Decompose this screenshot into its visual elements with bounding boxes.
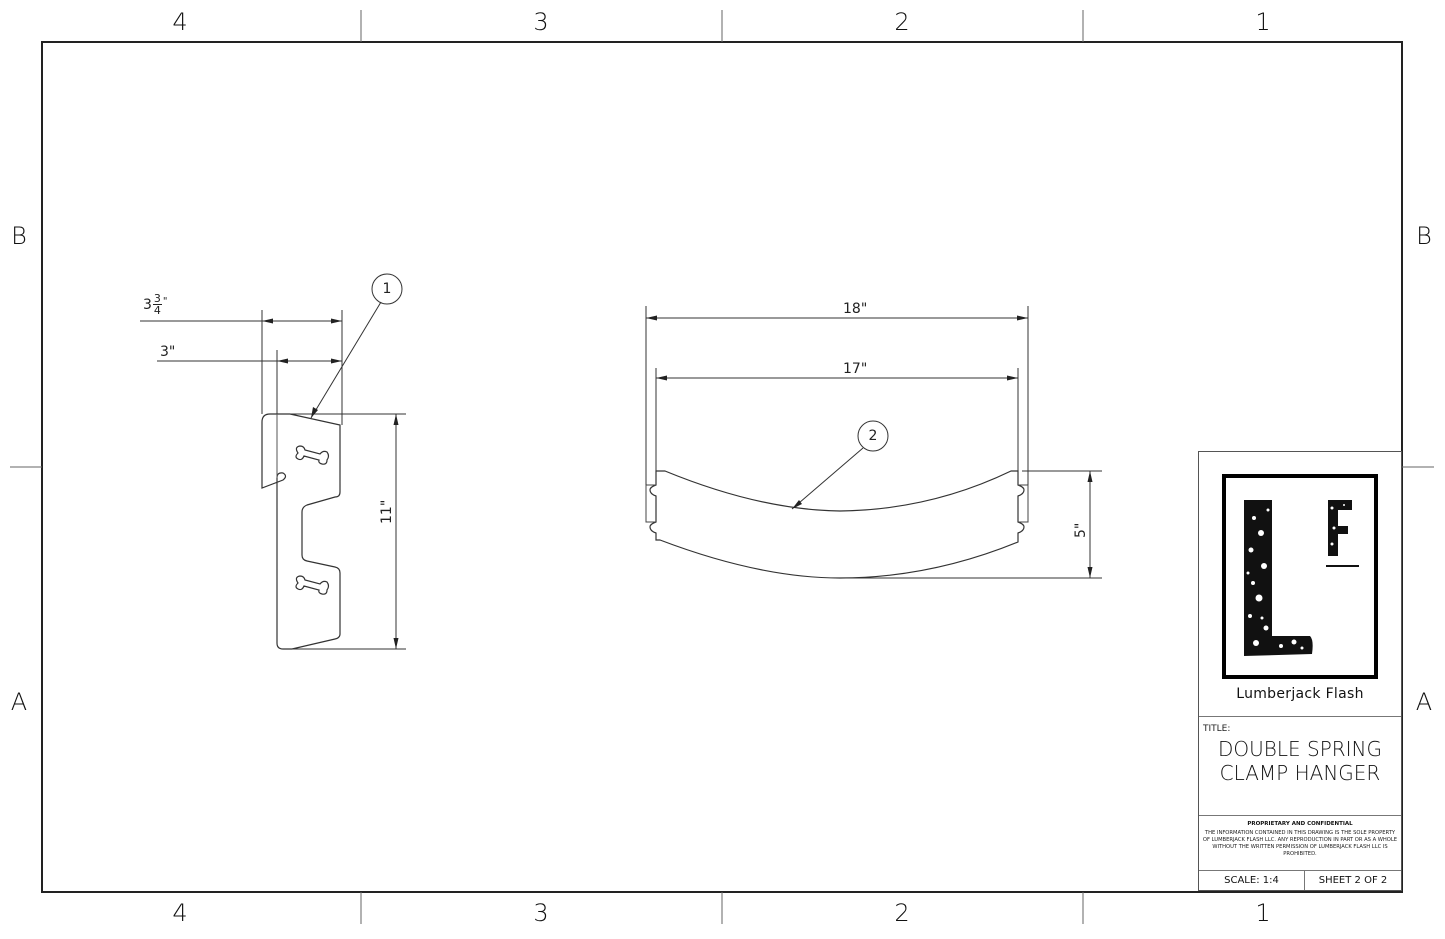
proprietary-heading: PROPRIETARY AND CONFIDENTIAL — [1247, 821, 1353, 827]
zone-column-4-top: 4 — [172, 8, 188, 36]
title-cell: TITLE: DOUBLE SPRING CLAMP HANGER — [1199, 717, 1401, 816]
zone-column-3-top: 3 — [533, 8, 549, 36]
zone-row-b-left: B — [11, 222, 27, 250]
dimension-height-part-1: 11" — [379, 499, 395, 524]
sheet-number: SHEET 2 OF 2 — [1318, 875, 1388, 886]
part-2-arrowheads — [646, 315, 1093, 578]
drawing-title: DOUBLE SPRING CLAMP HANGER — [1199, 737, 1401, 785]
slot-lower — [295, 575, 330, 595]
part-2-view — [645, 470, 1029, 579]
dimension-inner-width-part-1: 3" — [160, 344, 176, 360]
dimension-overall-width-part-2: 18" — [843, 301, 868, 317]
title-block-footer: SCALE: 1:4 SHEET 2 OF 2 — [1199, 871, 1401, 890]
drawing-title-line-1: DOUBLE SPRING — [1217, 737, 1383, 761]
part-1-view — [261, 413, 341, 650]
logo-cell: Lumberjack Flash — [1199, 452, 1401, 717]
zone-row-a-left: A — [10, 688, 28, 716]
zone-row-a-right: A — [1415, 688, 1433, 716]
slot-upper — [295, 445, 330, 465]
part-1-dimensions — [140, 273, 406, 650]
scale-field: SCALE: 1:4 — [1199, 871, 1305, 890]
dimension-inner-width-part-2: 17" — [843, 361, 868, 377]
lf-logo-icon — [1244, 500, 1359, 656]
zone-column-2-top: 2 — [894, 8, 910, 36]
zone-column-1-top: 1 — [1255, 8, 1271, 36]
company-logo — [1222, 474, 1378, 679]
zone-column-4-bottom: 4 — [172, 899, 188, 927]
balloon-2: 2 — [868, 428, 878, 444]
proprietary-text: THE INFORMATION CONTAINED IN THIS DRAWIN… — [1202, 830, 1398, 857]
title-label: TITLE: — [1203, 724, 1231, 734]
zone-column-2-bottom: 2 — [894, 899, 910, 927]
zone-column-3-bottom: 3 — [533, 899, 549, 927]
zone-row-b-right: B — [1416, 222, 1432, 250]
title-block: Lumberjack Flash TITLE: DOUBLE SPRING CL… — [1198, 451, 1402, 891]
part-2-dimensions — [645, 306, 1102, 579]
zone-column-1-bottom: 1 — [1255, 899, 1271, 927]
proprietary-notice: PROPRIETARY AND CONFIDENTIAL THE INFORMA… — [1199, 816, 1401, 871]
part-1-arrowheads — [262, 318, 399, 649]
dimension-height-part-2: 5" — [1073, 522, 1089, 538]
drawing-title-line-2: CLAMP HANGER — [1219, 761, 1381, 785]
sheet-border — [10, 10, 1434, 924]
company-name: Lumberjack Flash — [1236, 686, 1364, 702]
balloon-1: 1 — [382, 281, 392, 297]
dimension-overall-width-part-1: 3 3 4 " — [143, 292, 168, 317]
